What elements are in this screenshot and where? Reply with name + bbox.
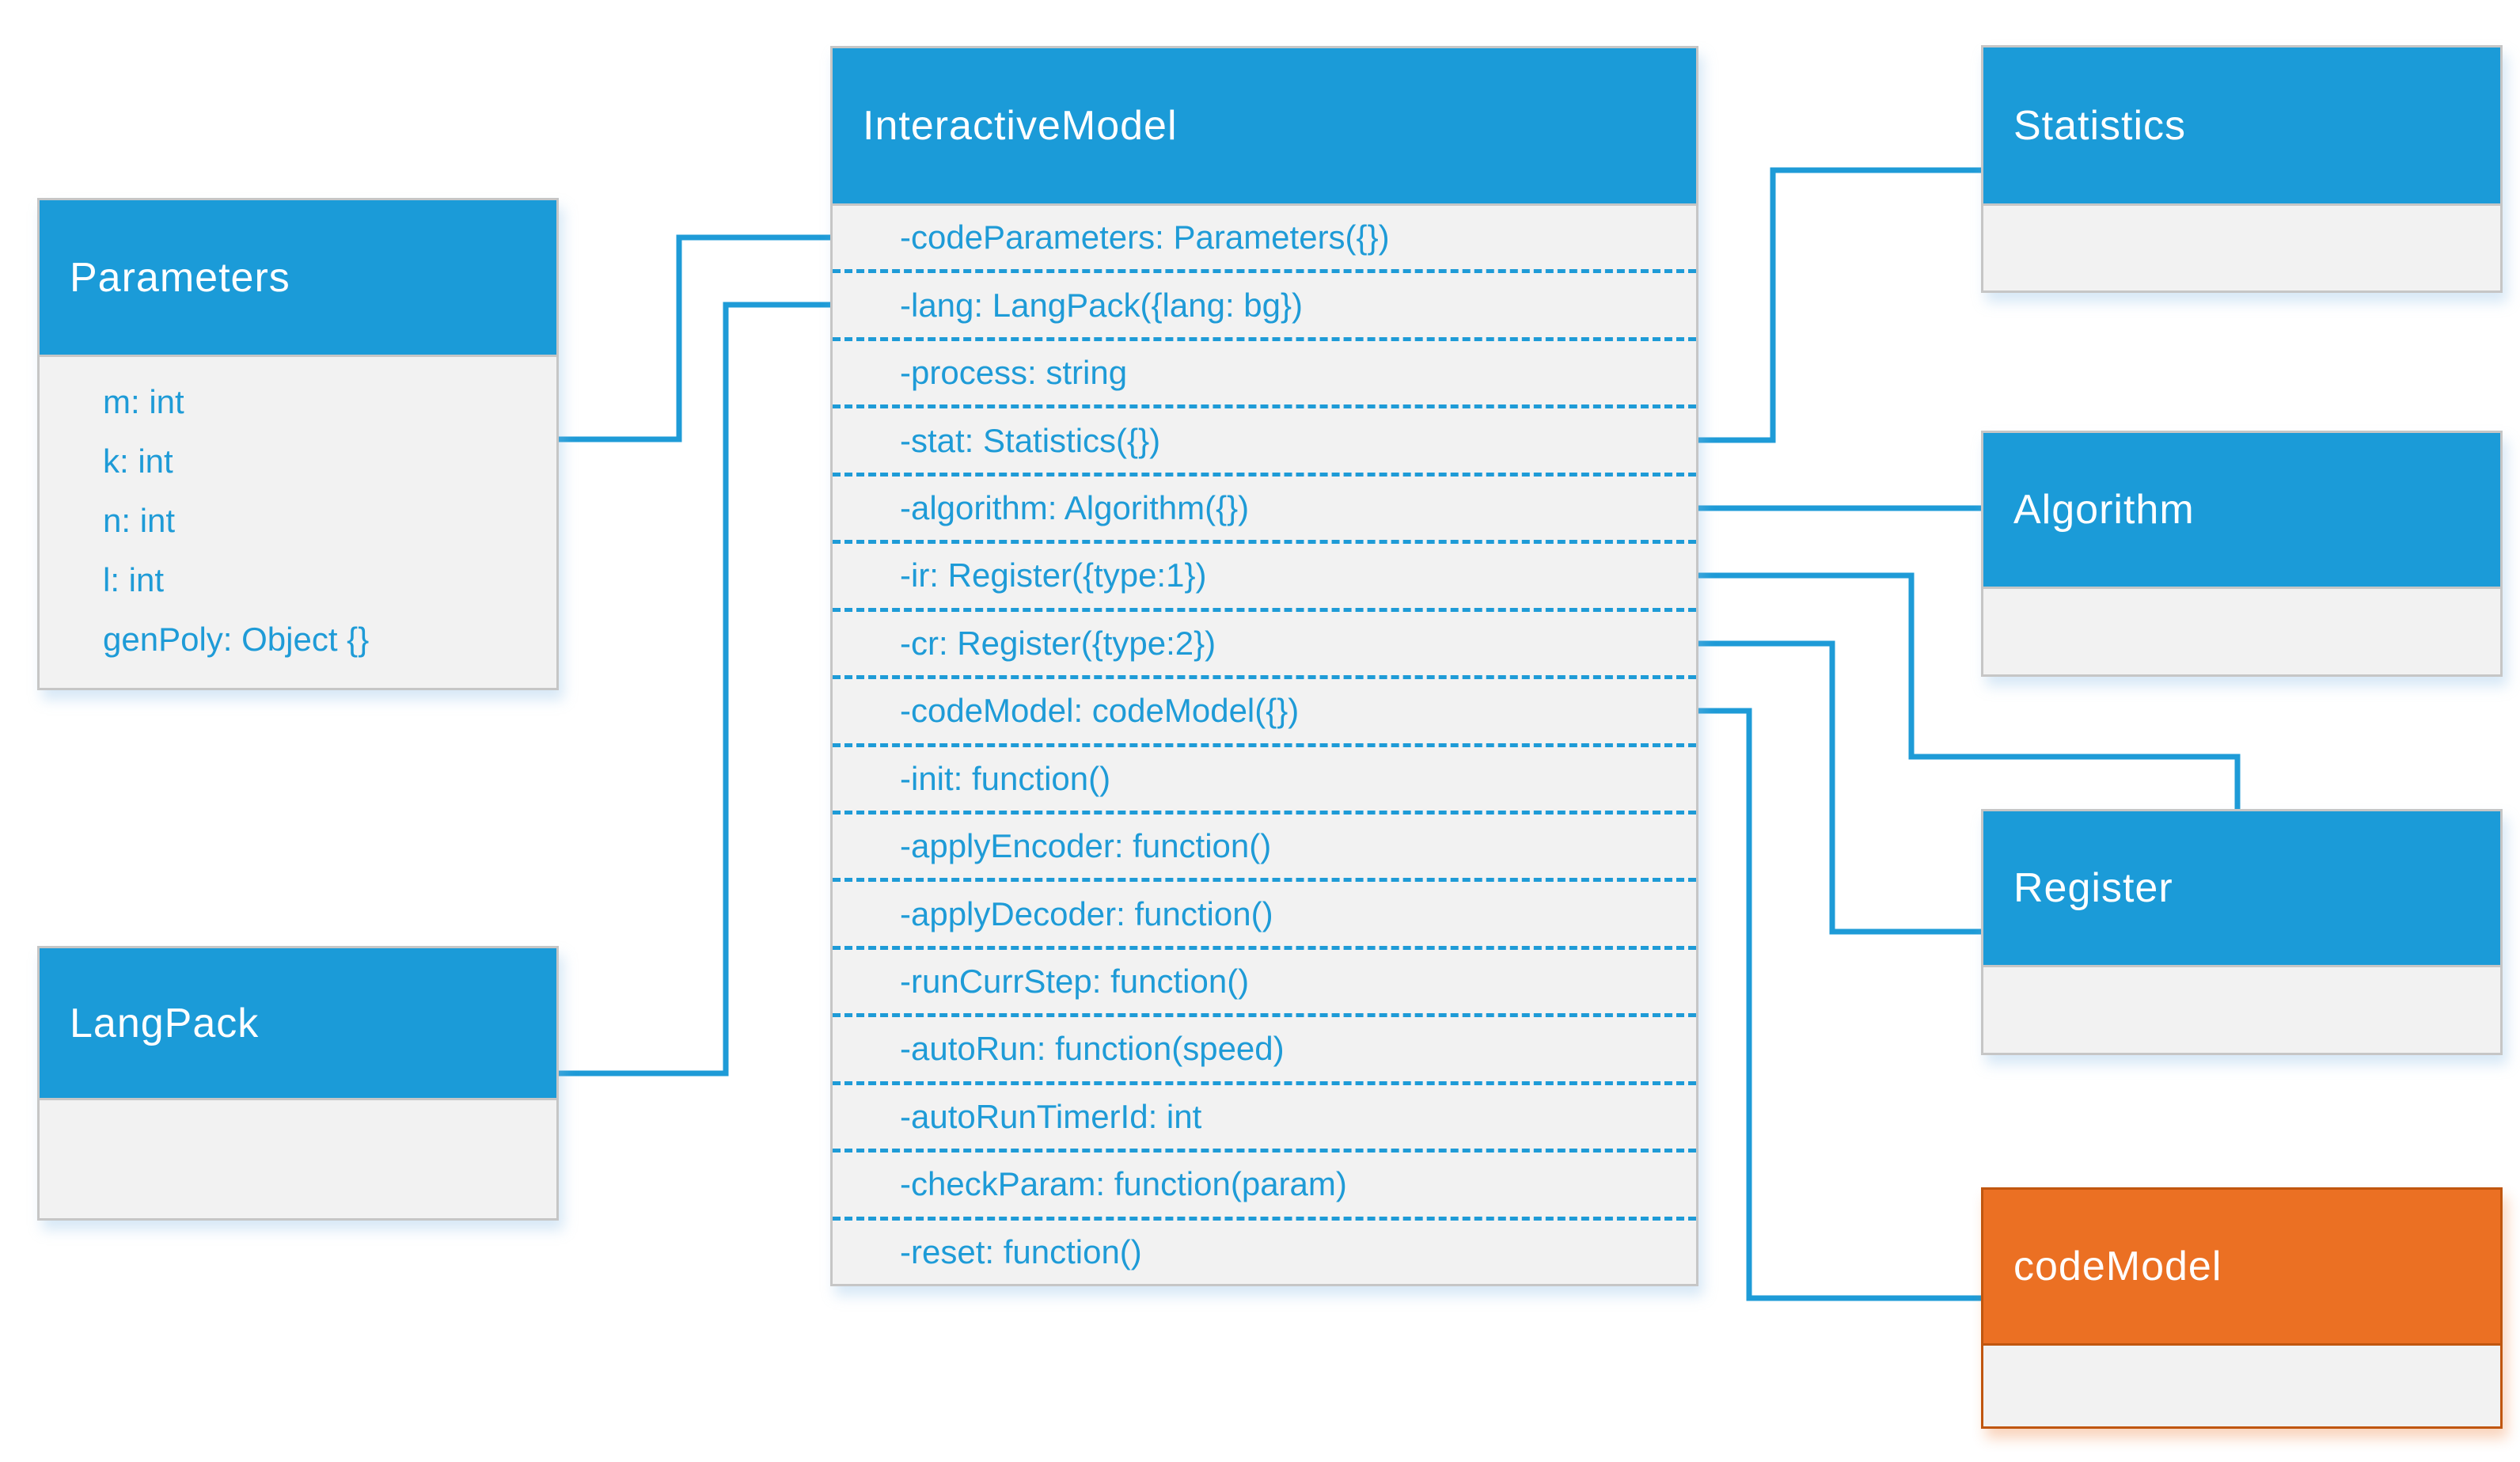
class-body-register <box>1983 967 2500 1053</box>
class-box-parameters: Parameters m: int k: int n: int l: int g… <box>37 198 559 690</box>
attribute: -stat: Statistics({}) <box>833 404 1696 472</box>
connector-LangPack-to-InteractiveModel.lang <box>552 302 837 1077</box>
attribute: k: int <box>103 442 173 480</box>
attribute: -process: string <box>833 336 1696 404</box>
attribute: l: int <box>103 560 165 598</box>
attribute: -applyEncoder: function() <box>833 810 1696 878</box>
attribute: -ir: Register({type:1}) <box>833 540 1696 607</box>
class-title: Algorithm <box>2013 487 2195 533</box>
class-header-langpack: LangPack <box>40 948 556 1100</box>
class-header-statistics: Statistics <box>1983 47 2500 206</box>
attribute: -applyDecoder: function() <box>833 878 1696 945</box>
class-box-codemodel: codeModel <box>1981 1187 2503 1429</box>
connector-InteractiveModel.cr-to-Register.left <box>1692 640 1987 935</box>
attribute: -algorithm: Algorithm({}) <box>833 472 1696 540</box>
attribute: -runCurrStep: function() <box>833 945 1696 1013</box>
attribute: n: int <box>103 501 176 539</box>
attribute: -codeParameters: Parameters({}) <box>900 218 1390 256</box>
class-box-register: Register <box>1981 809 2503 1055</box>
class-body-algorithm <box>1983 589 2500 674</box>
connector-InteractiveModel.stat-to-Statistics <box>1692 167 1987 443</box>
attribute: -autoRunTimerId: int <box>833 1080 1696 1149</box>
connector-InteractiveModel.codeModel-to-codeModel.left <box>1692 708 1987 1301</box>
class-body-codemodel <box>1983 1346 2500 1426</box>
class-header-interactive-model: InteractiveModel <box>833 48 1696 206</box>
attribute: -init: function() <box>833 742 1696 811</box>
class-header-register: Register <box>1983 811 2500 967</box>
class-title: Statistics <box>2013 102 2187 149</box>
class-header-algorithm: Algorithm <box>1983 433 2500 589</box>
class-header-codemodel: codeModel <box>1983 1190 2500 1346</box>
class-body-langpack <box>40 1100 556 1218</box>
attribute: m: int <box>103 383 184 421</box>
class-title: Parameters <box>70 254 290 301</box>
class-title: LangPack <box>70 1000 260 1046</box>
attribute: genPoly: Object {} <box>103 620 370 658</box>
class-body-statistics <box>1983 206 2500 291</box>
class-box-statistics: Statistics <box>1981 45 2503 293</box>
class-title: Register <box>2013 865 2173 911</box>
class-box-langpack: LangPack <box>37 946 559 1221</box>
class-body-parameters: m: int k: int n: int l: int genPoly: Obj… <box>40 357 556 688</box>
attribute: -reset: function() <box>833 1216 1696 1284</box>
attribute: -checkParam: function(param) <box>833 1149 1696 1216</box>
attribute: -cr: Register({type:2}) <box>833 607 1696 675</box>
connector-InteractiveModel.ir-to-Register.top <box>1692 572 2241 815</box>
class-box-algorithm: Algorithm <box>1981 431 2503 677</box>
attribute: -autoRun: function(speed) <box>833 1013 1696 1080</box>
class-title: InteractiveModel <box>863 103 1178 149</box>
connector-Parameters-to-InteractiveModel.codeParameters <box>552 234 837 442</box>
class-body-interactive-model: -codeParameters: Parameters({}) -lang: L… <box>833 206 1696 1284</box>
attribute: -codeModel: codeModel({}) <box>833 675 1696 742</box>
class-box-interactive-model: InteractiveModel -codeParameters: Parame… <box>830 46 1698 1286</box>
class-title: codeModel <box>2013 1244 2222 1289</box>
class-header-parameters: Parameters <box>40 200 556 357</box>
attribute: -lang: LangPack({lang: bg}) <box>833 269 1696 336</box>
